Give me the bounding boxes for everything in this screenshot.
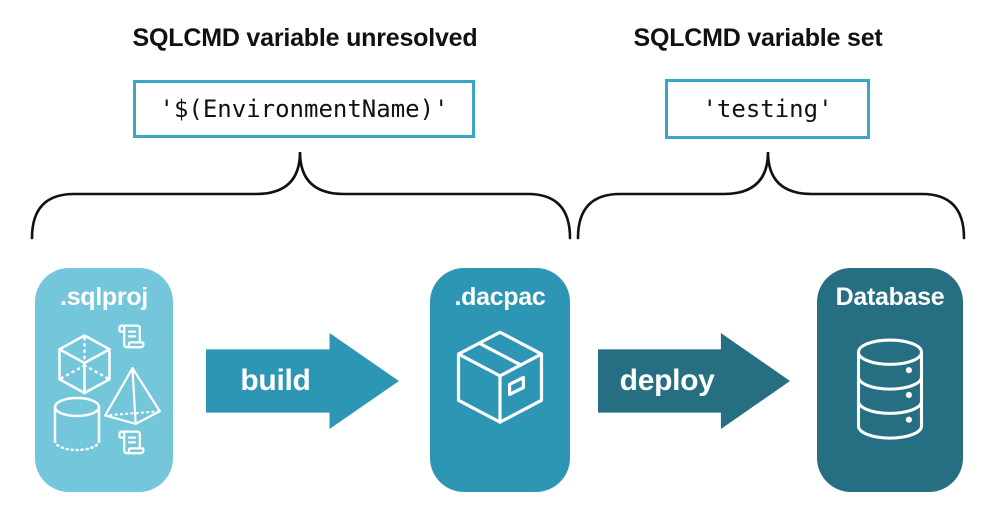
script-scroll-icon	[118, 324, 145, 349]
pyramid-icon	[104, 367, 161, 425]
sqlcmd-unresolved-value: '$(EnvironmentName)'	[159, 95, 449, 123]
deploy-arrow: deploy	[598, 333, 790, 429]
build-arrow-label: build	[240, 364, 311, 397]
sql-objects-icon	[53, 324, 161, 455]
script-scroll-icon	[118, 430, 145, 455]
stage-database: Database	[817, 268, 963, 492]
database-cylinder-icon	[856, 338, 924, 440]
package-box-icon	[456, 330, 544, 424]
sqlcmd-unresolved-box: '$(EnvironmentName)'	[133, 80, 475, 138]
left-annotation-title: SQLCMD variable unresolved	[132, 24, 478, 52]
stage-dacpac-label: .dacpac	[454, 283, 546, 311]
build-arrow: build	[206, 333, 399, 429]
right-annotation-title: SQLCMD variable set	[633, 24, 883, 52]
cylinder-icon	[53, 396, 101, 452]
left-curly-brace-icon	[30, 151, 572, 240]
deploy-arrow-label: deploy	[619, 364, 715, 397]
stage-database-label: Database	[835, 283, 945, 311]
cube-icon	[58, 334, 111, 395]
stage-sqlproj-label: .sqlproj	[60, 283, 148, 311]
stage-sqlproj: .sqlproj	[35, 268, 173, 492]
sqlcmd-set-value: 'testing'	[702, 95, 833, 123]
right-curly-brace-icon	[576, 151, 966, 240]
sqlcmd-set-box: 'testing'	[665, 79, 870, 139]
stage-dacpac: .dacpac	[430, 268, 570, 492]
